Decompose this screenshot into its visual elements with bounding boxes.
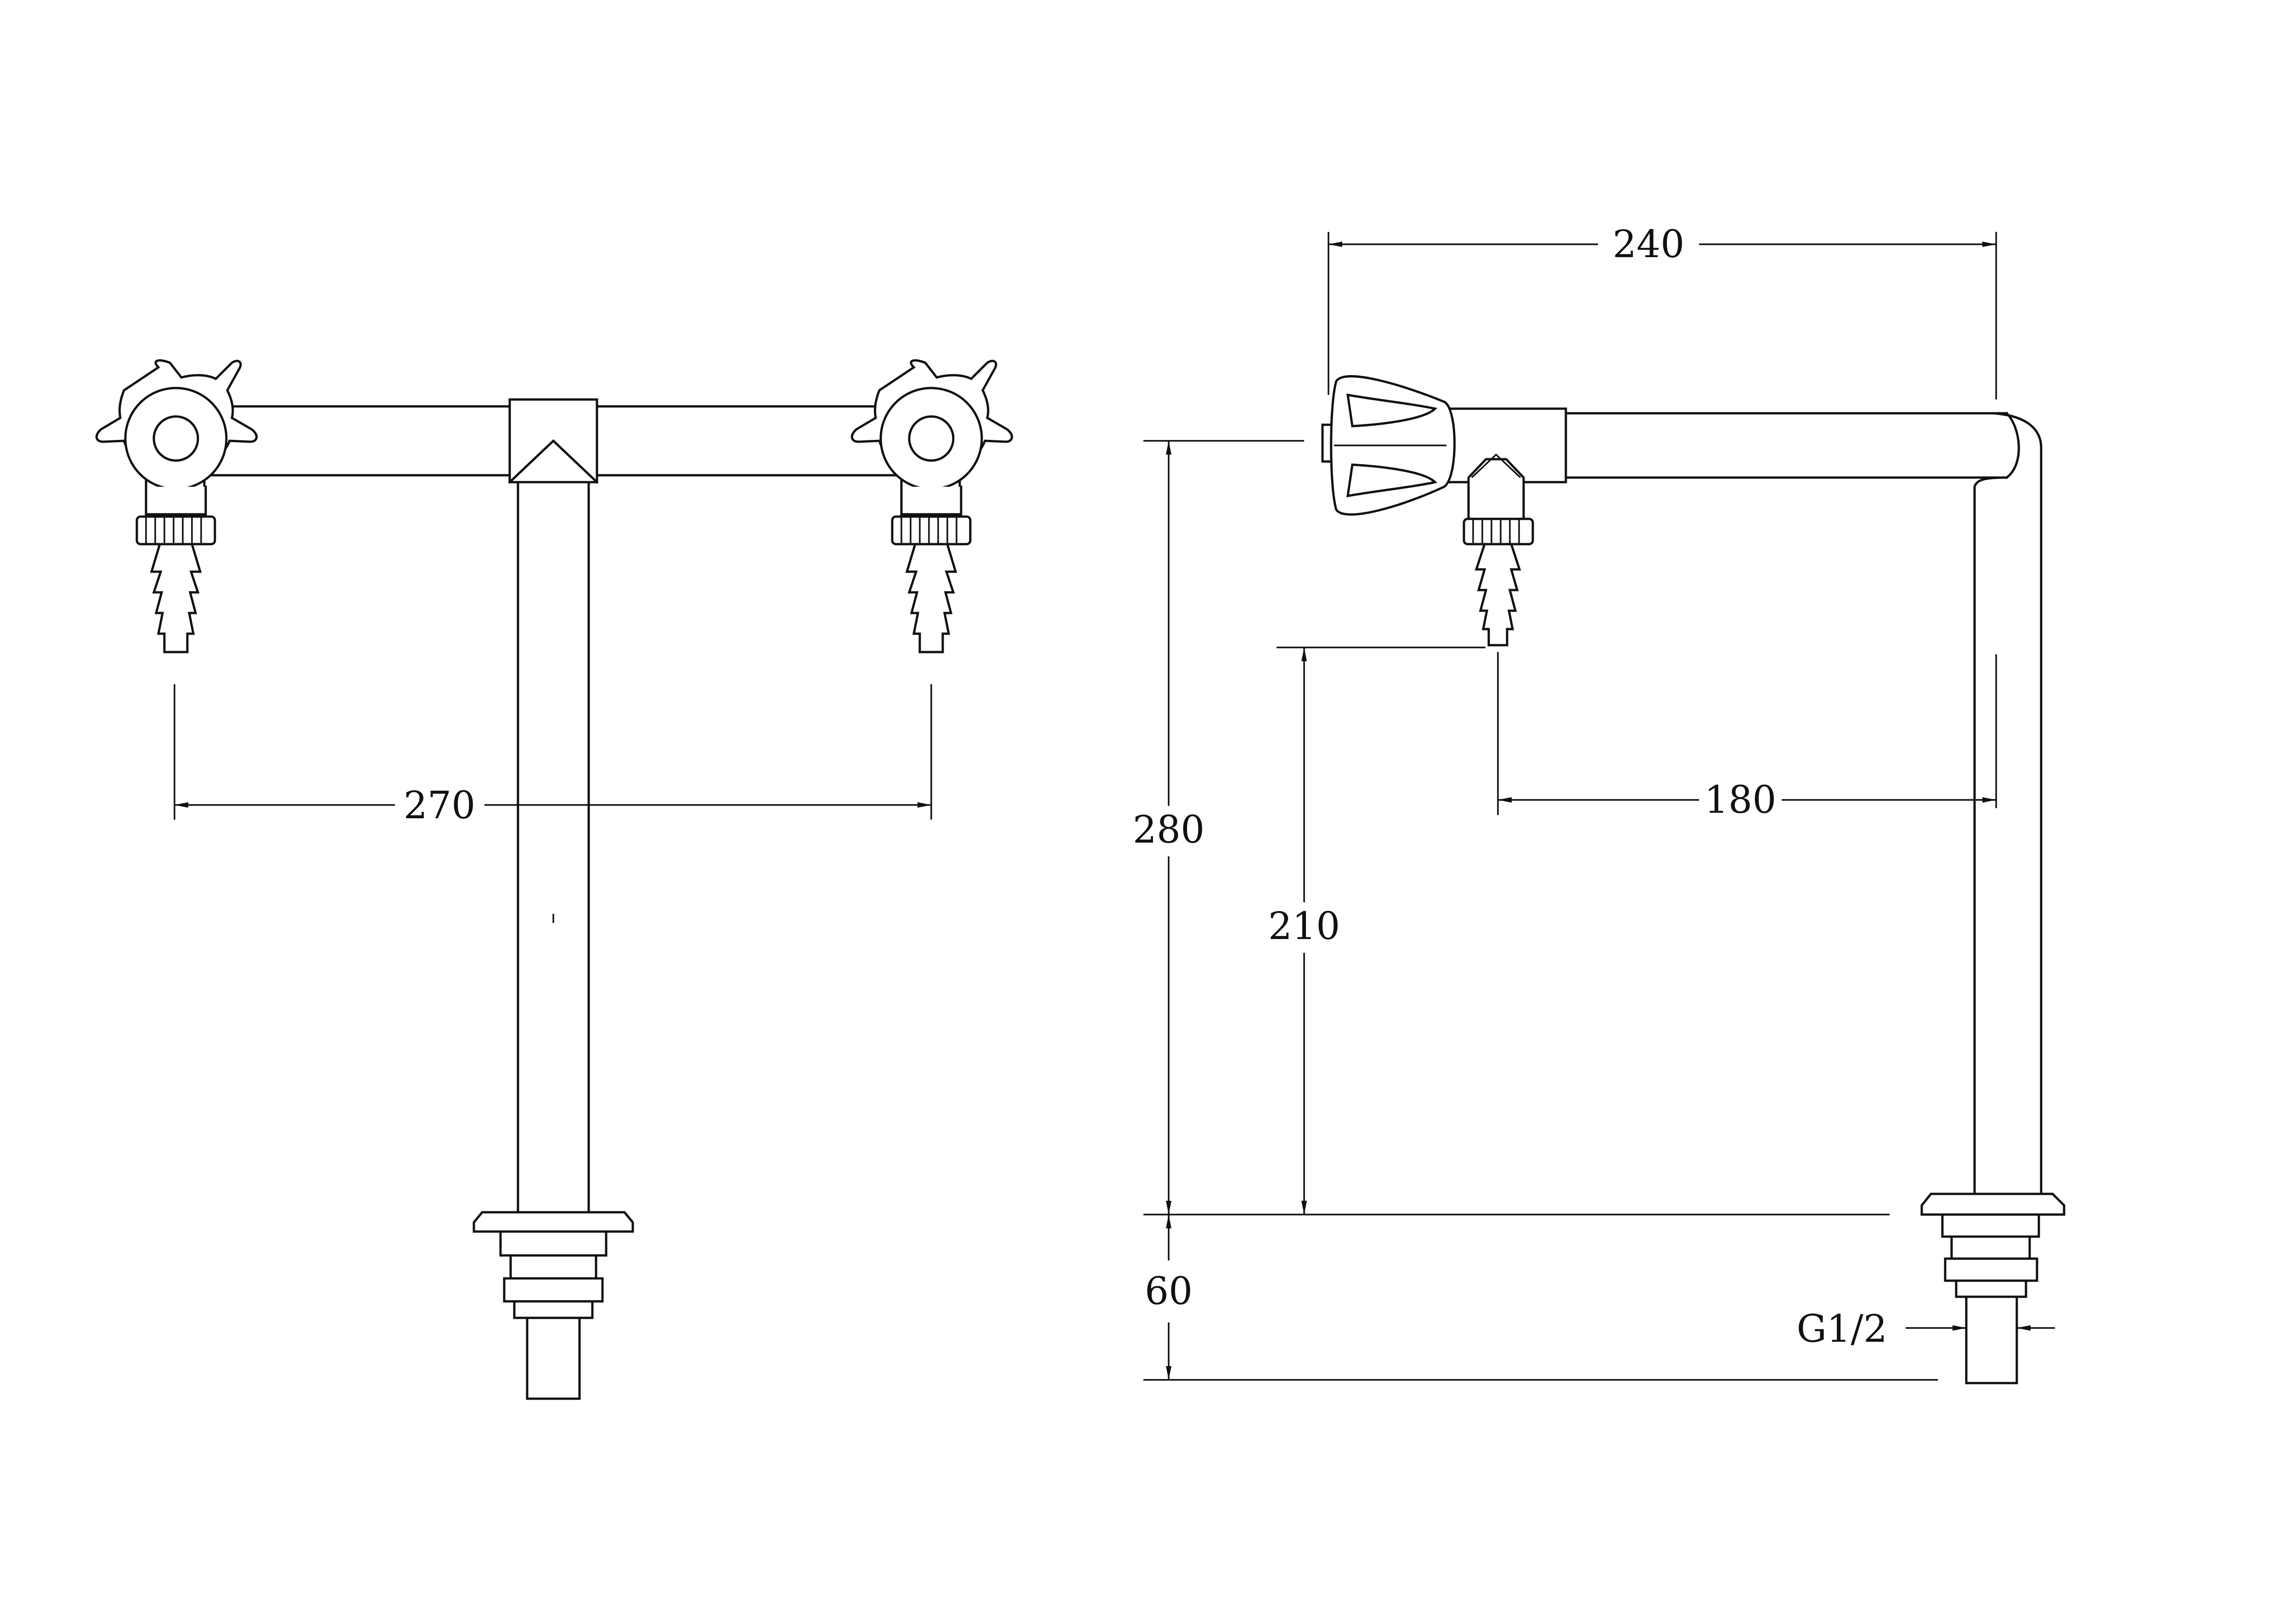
- side-outlet: [1463, 453, 1534, 647]
- dimension-240: 240: [1328, 223, 1997, 399]
- dimension-60: 60: [1145, 1215, 1193, 1380]
- valve-left: [96, 359, 258, 653]
- dimension-180: 180: [1497, 652, 1997, 822]
- valve-right: [851, 359, 1013, 653]
- dimension-210: 210: [1268, 647, 1340, 1215]
- front-base-fitting: [473, 1211, 634, 1400]
- vertical-column: [517, 481, 590, 1214]
- dimension-210-label: 210: [1268, 905, 1340, 948]
- thread-callout: G1/2: [1797, 1307, 2055, 1351]
- side-base-fitting: [1920, 1193, 2065, 1384]
- thread-size-label: G1/2: [1797, 1307, 1887, 1351]
- front-view: 270: [96, 359, 1013, 1400]
- dimension-240-label: 240: [1613, 223, 1685, 266]
- dimension-280-label: 280: [1133, 808, 1205, 852]
- side-arm: [1445, 407, 2043, 1195]
- side-handle: [1321, 375, 1456, 516]
- dimension-180-label: 180: [1705, 778, 1777, 822]
- crossbar: [201, 398, 901, 484]
- dimension-270: 270: [174, 684, 932, 827]
- dimension-270-label: 270: [404, 784, 476, 827]
- side-view: 240 280 210 180: [1133, 223, 2065, 1384]
- dimension-280: 280: [1133, 441, 1205, 1215]
- dimension-60-label: 60: [1145, 1270, 1193, 1313]
